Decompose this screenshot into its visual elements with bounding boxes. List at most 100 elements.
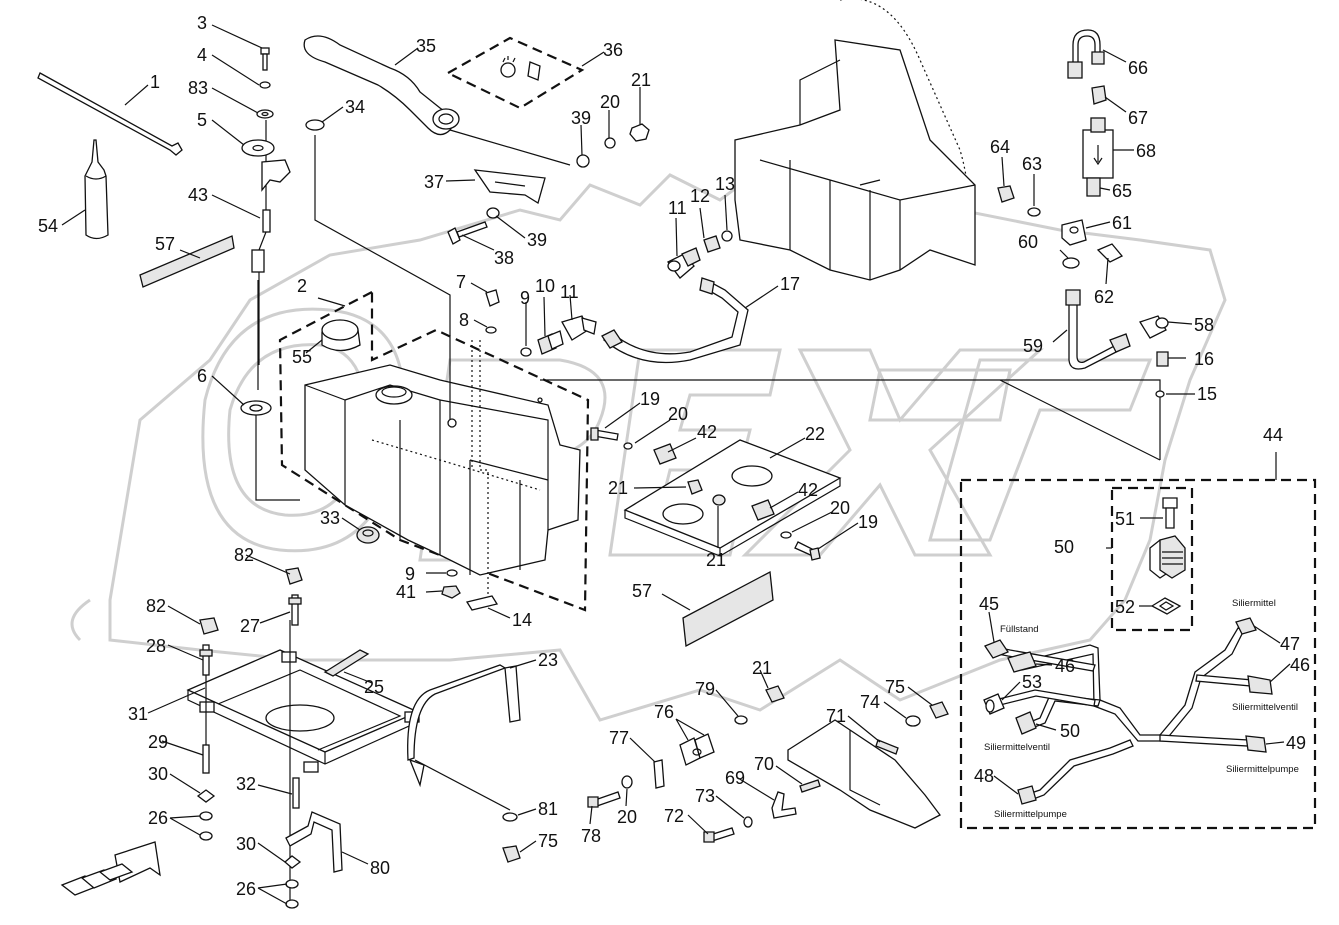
nut-64 bbox=[997, 185, 1015, 203]
tank-body-2 bbox=[278, 290, 590, 612]
washer-20-top bbox=[604, 137, 616, 149]
valve-coil-50 bbox=[1149, 535, 1186, 579]
callout-68: 68 bbox=[1136, 141, 1156, 161]
callout-11-upper: 11 bbox=[668, 198, 687, 218]
callout-71: 71 bbox=[826, 706, 846, 726]
callout-54: 54 bbox=[38, 216, 58, 236]
bolt-62 bbox=[1096, 243, 1124, 263]
label-strip-57-top bbox=[139, 235, 235, 288]
callout-42-right: 42 bbox=[798, 480, 818, 500]
fitting-65 bbox=[1086, 177, 1101, 197]
callout-30-right: 30 bbox=[236, 834, 256, 854]
connector-49 bbox=[1245, 735, 1267, 753]
pipe-66 bbox=[1067, 29, 1105, 79]
connector-53 bbox=[983, 693, 1005, 715]
callout-28: 28 bbox=[146, 636, 166, 656]
bracket-61 bbox=[1061, 219, 1087, 246]
callout-37: 37 bbox=[424, 172, 444, 192]
fitting-12 bbox=[703, 235, 721, 253]
callout-19-right: 19 bbox=[858, 512, 878, 532]
callout-77: 77 bbox=[609, 728, 629, 748]
clip-14 bbox=[465, 595, 499, 611]
callout-31: 31 bbox=[128, 704, 148, 724]
callout-21-bottom: 21 bbox=[752, 658, 772, 678]
bolt-38 bbox=[447, 221, 488, 245]
callout-20-mid-left: 20 bbox=[668, 404, 688, 424]
nut-21-bottom bbox=[765, 685, 785, 703]
plate-42-left bbox=[653, 443, 677, 465]
label-siliermittelpumpe-right: Siliermittelpumpe bbox=[1226, 764, 1299, 775]
callout-74: 74 bbox=[860, 692, 880, 712]
callout-13: 13 bbox=[715, 174, 735, 194]
cover-kit-36 bbox=[445, 36, 585, 110]
callout-78: 78 bbox=[581, 826, 601, 846]
nut-21-mid bbox=[712, 494, 726, 506]
fitting-16 bbox=[1156, 351, 1169, 367]
flange-5 bbox=[241, 139, 275, 157]
callout-58: 58 bbox=[1194, 315, 1214, 335]
holder-76 bbox=[679, 733, 715, 766]
fitting-10 bbox=[537, 330, 564, 355]
callout-17: 17 bbox=[780, 274, 800, 294]
callout-9-upper: 9 bbox=[520, 288, 530, 308]
callout-46-left: 46 bbox=[1055, 656, 1075, 676]
callout-25: 25 bbox=[364, 677, 384, 697]
callout-32: 32 bbox=[236, 774, 256, 794]
bolt-3 bbox=[260, 47, 270, 71]
callout-43: 43 bbox=[188, 185, 208, 205]
oring-15 bbox=[1155, 390, 1165, 398]
base-frame bbox=[186, 649, 420, 773]
label-siliermittelpumpe-left: Siliermittelpumpe bbox=[994, 809, 1067, 820]
nut-21-top bbox=[629, 123, 650, 142]
connector-46-right bbox=[1247, 675, 1273, 695]
callout-2: 2 bbox=[297, 276, 307, 296]
callout-38: 38 bbox=[494, 248, 514, 268]
callout-15: 15 bbox=[1197, 384, 1217, 404]
filter-68 bbox=[1082, 117, 1114, 179]
callout-20-top: 20 bbox=[600, 92, 620, 112]
leader-lines bbox=[61, 24, 1291, 905]
callout-14: 14 bbox=[512, 610, 532, 630]
bolt-51 bbox=[1162, 497, 1178, 529]
bolt-32 bbox=[292, 777, 300, 809]
callout-21-mid: 21 bbox=[706, 550, 726, 570]
callout-76: 76 bbox=[654, 702, 674, 722]
nut-82-top bbox=[285, 567, 303, 585]
bracket-69 bbox=[771, 791, 797, 819]
connector-50-valve bbox=[1015, 711, 1037, 735]
callout-5: 5 bbox=[197, 110, 207, 130]
callout-9-lower: 9 bbox=[405, 564, 415, 584]
harness-labels: Füllstand Siliermittel Siliermittelventi… bbox=[984, 598, 1299, 820]
washer-26-right-b bbox=[285, 899, 299, 909]
bracket-80 bbox=[285, 811, 343, 873]
elbow-11-upper bbox=[667, 247, 701, 279]
callout-75-left: 75 bbox=[538, 831, 558, 851]
callout-82-top: 82 bbox=[234, 545, 254, 565]
callout-4: 4 bbox=[197, 45, 207, 65]
callout-48: 48 bbox=[974, 766, 994, 786]
callout-80: 80 bbox=[370, 858, 390, 878]
bracket-37 bbox=[473, 169, 546, 205]
callout-60: 60 bbox=[1018, 232, 1038, 252]
callout-1: 1 bbox=[150, 72, 160, 92]
washer-83 bbox=[256, 109, 274, 119]
callout-46-right: 46 bbox=[1290, 655, 1310, 675]
callout-12: 12 bbox=[690, 186, 710, 206]
callout-64: 64 bbox=[990, 137, 1010, 157]
callout-22: 22 bbox=[805, 424, 825, 444]
callout-30-left: 30 bbox=[148, 764, 168, 784]
callout-69: 69 bbox=[725, 768, 745, 788]
watermark-gear-logo bbox=[70, 168, 1227, 722]
wiring-harness bbox=[994, 627, 1253, 802]
plate-42-right bbox=[751, 499, 775, 521]
callout-41: 41 bbox=[396, 582, 416, 602]
hose-59 bbox=[1065, 289, 1131, 370]
callout-34: 34 bbox=[345, 97, 365, 117]
callout-50-kit: 50 bbox=[1054, 537, 1074, 557]
callout-10: 10 bbox=[535, 276, 555, 296]
callout-49: 49 bbox=[1286, 733, 1306, 753]
callout-33: 33 bbox=[320, 508, 340, 528]
callout-75-bottom: 75 bbox=[885, 677, 905, 697]
washer-30-left bbox=[196, 789, 216, 803]
washer-60 bbox=[1062, 257, 1080, 269]
